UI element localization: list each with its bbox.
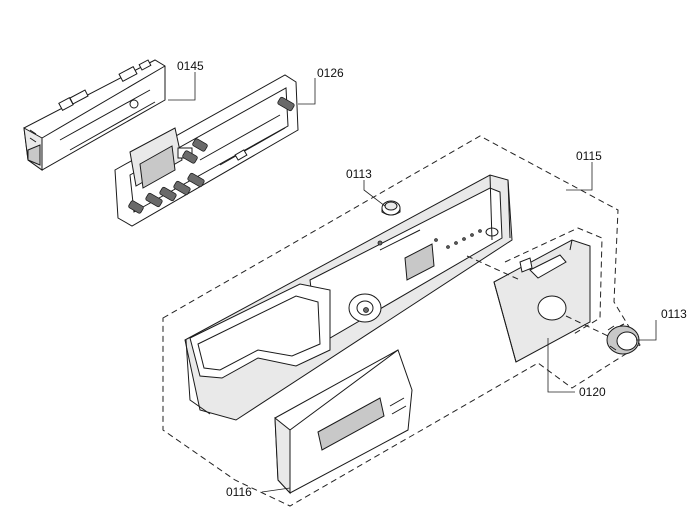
indicator-dots <box>434 229 482 249</box>
leader-0115 <box>566 162 593 191</box>
leader-0113b <box>636 320 657 341</box>
drawer-handle <box>274 349 413 495</box>
assembly-outline <box>162 135 641 507</box>
part-number-0115: 0115 <box>576 149 602 163</box>
leader-0126 <box>298 78 316 105</box>
leader-0116 <box>261 487 291 493</box>
part-number-0113-right: 0113 <box>661 307 687 321</box>
part-number-0116: 0116 <box>226 485 252 499</box>
leader-0145 <box>168 72 196 101</box>
part-number-0113-top: 0113 <box>346 167 372 181</box>
part-number-0120: 0120 <box>579 385 606 399</box>
leader-0113a <box>363 180 386 207</box>
axis-line-knob <box>565 315 609 337</box>
small-knob <box>381 200 401 216</box>
part-number-0126: 0126 <box>317 66 344 80</box>
control-housing <box>114 74 299 227</box>
leader-0120 <box>547 338 575 393</box>
electronic-module <box>23 59 166 171</box>
side-panel <box>493 239 591 363</box>
assembly-outline-inner <box>504 227 603 336</box>
program-knob <box>606 323 640 355</box>
screw-cluster <box>128 96 295 214</box>
part-number-0145: 0145 <box>177 59 204 73</box>
fascia-panel <box>184 174 513 421</box>
